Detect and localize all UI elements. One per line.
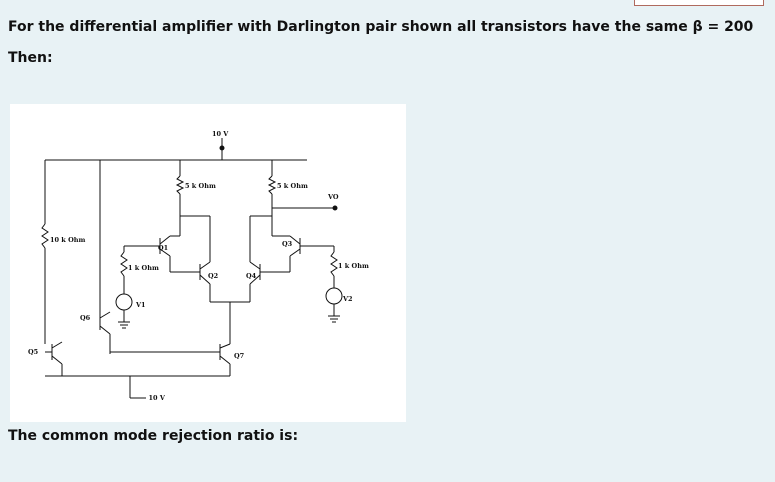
r-in-right-label: 1 k Ohm — [338, 262, 369, 270]
q7-label: Q7 — [234, 352, 244, 360]
q3-label: Q3 — [282, 240, 293, 248]
rc-left-label: 5 k Ohm — [185, 182, 216, 190]
circuit-diagram: 10 V 5 k Ohm 5 k Ohm VO 10 k Ohm Q1 — [28, 130, 369, 402]
supply-neg-label: – 10 V — [143, 394, 166, 402]
answer-box[interactable] — [634, 0, 764, 6]
input-right-label: V2 — [342, 295, 353, 303]
q1-label: Q1 — [158, 244, 168, 252]
rc-right-label: 5 k Ohm — [277, 182, 308, 190]
q5-label: Q5 — [28, 348, 39, 356]
r-bias-label: 10 k Ohm — [50, 236, 85, 244]
supply-pos-label: 10 V — [212, 130, 229, 138]
question-then: Then: — [8, 50, 53, 66]
q6-label: Q6 — [80, 314, 91, 322]
q2-label: Q2 — [208, 272, 218, 280]
q4-label: Q4 — [246, 272, 257, 280]
r-in-left-label: 1 k Ohm — [128, 264, 159, 272]
output-label: VO — [327, 193, 339, 201]
input-left-label: V1 — [135, 301, 146, 309]
question-text: For the differential amplifier with Darl… — [8, 19, 754, 35]
circuit-figure: 10 V 5 k Ohm 5 k Ohm VO 10 k Ohm Q1 — [10, 104, 406, 422]
prompt-text: The common mode rejection ratio is: — [8, 428, 299, 444]
